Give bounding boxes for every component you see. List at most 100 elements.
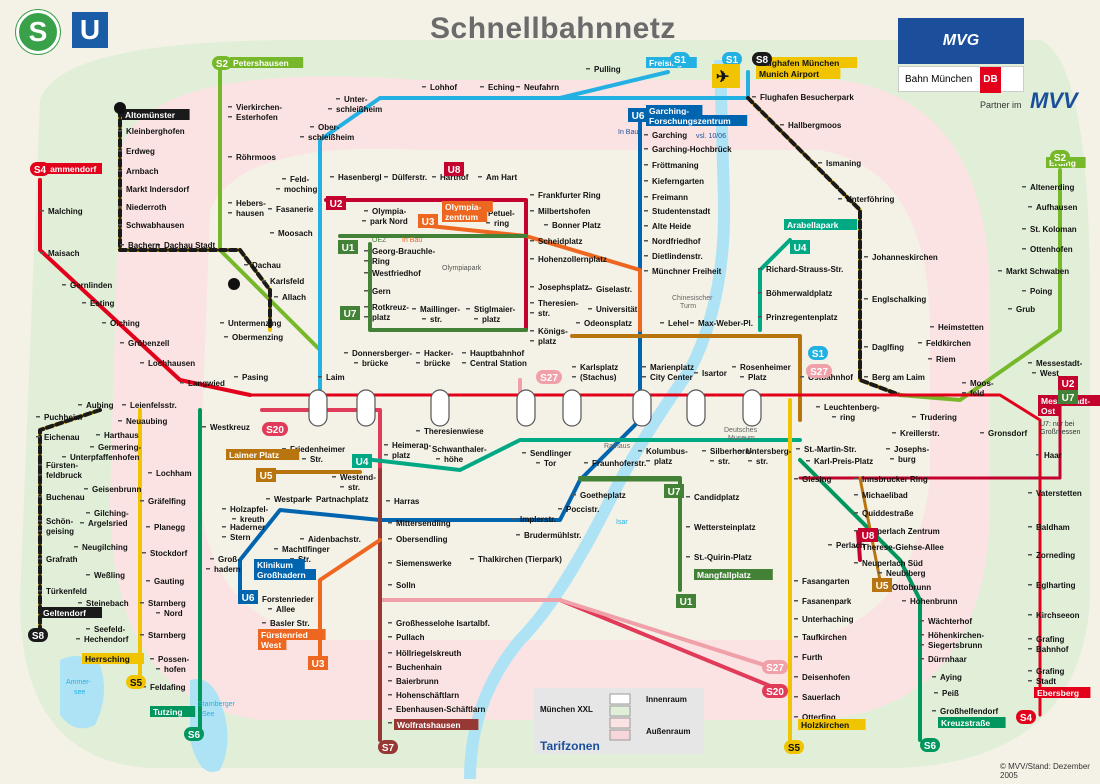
station-tick-237 (1028, 670, 1032, 672)
station-tick-134 (202, 426, 206, 428)
station-label-196: Kolumbus- (646, 447, 688, 456)
station-label-216: Neuperlach Zentrum (862, 527, 940, 536)
station-tick-161 (140, 634, 144, 636)
station-tick-14 (118, 206, 122, 208)
station-tick-176 (222, 508, 226, 510)
db-logo: DB (980, 67, 1001, 93)
station-label-193: Sendlinger (530, 449, 571, 458)
station-tick-21 (82, 302, 86, 304)
badge-u5-20 (256, 468, 276, 482)
line-u4-12 (758, 238, 792, 332)
station-label-94: Ostbahnhof (808, 373, 853, 382)
terminal-label-13: Laimer Platz (229, 450, 279, 460)
station-label-130: Aubing (86, 401, 114, 410)
station-label-200: Untersberg- (746, 447, 792, 456)
station-tick-199 (710, 460, 714, 462)
station-tick-111 (886, 448, 890, 450)
station-label-207: Candidplatz (694, 493, 739, 502)
station-tick-86 (752, 96, 756, 98)
station-tick-99 (998, 270, 1002, 272)
station-label-125: Isartor (702, 369, 727, 378)
terminal-box-22 (394, 719, 479, 730)
station-label-90: Johanneskirchen (872, 253, 938, 262)
badge-label-25: U1 (680, 597, 693, 608)
badge-label-12: S2 (1054, 153, 1067, 164)
badge-label-13: S1 (812, 349, 825, 360)
station-label-51: park Nord (370, 217, 408, 226)
station-tick-180 (210, 558, 214, 560)
airport-icon (712, 64, 740, 88)
terminal-label-5: Garching- (649, 106, 689, 116)
badge-s20-16 (262, 422, 288, 436)
station-tick-224 (920, 634, 924, 636)
station-label-127: Platz (748, 373, 767, 382)
station-label-38: Moosach (278, 229, 313, 238)
station-tick-148 (80, 522, 84, 524)
station-tick-200 (738, 450, 742, 452)
station-tick-44 (530, 194, 534, 196)
station-label-237: Grafing (1036, 667, 1065, 676)
terminal-box-16 (694, 569, 773, 580)
line-s4-2 (38, 178, 252, 397)
station-label-171: Str. (310, 455, 323, 464)
station-tick-211 (806, 460, 810, 462)
station-tick-93 (864, 376, 868, 378)
badge-u5-23 (872, 578, 892, 592)
station-tick-119 (462, 352, 466, 354)
station-label-210: St.-Martin-Str. (804, 445, 856, 454)
terminal-label-9: Arabellapark (787, 220, 839, 230)
station-label-155: Gräfelfing (148, 497, 186, 506)
station-tick-192 (262, 622, 266, 624)
station-label-175: Partnachplatz (316, 495, 368, 504)
station-tick-38 (270, 232, 274, 234)
station-label-55: Gern (372, 287, 391, 296)
station-label-40: Hasenbergl (338, 173, 382, 182)
station-tick-87 (780, 124, 784, 126)
station-tick-45 (530, 210, 534, 212)
station-tick-77 (644, 270, 648, 272)
station-tick-151 (78, 602, 82, 604)
station-label-116: brücke (362, 359, 389, 368)
station-tick-234 (1028, 614, 1032, 616)
station-tick-32 (328, 108, 332, 110)
station-tick-91 (864, 298, 868, 300)
station-tick-140 (38, 474, 42, 476)
station-label-73: Studentenstadt (652, 207, 711, 216)
station-label-147: Gilching- (94, 509, 129, 518)
station-label-139: Fürsten- (46, 461, 78, 470)
badge-label-30: S20 (766, 687, 784, 698)
station-tick-16 (120, 244, 124, 246)
station-label-252: Hohenschäftlarn (396, 691, 459, 700)
station-label-169: höhe (444, 455, 464, 464)
station-label-80: Odeonsplatz (584, 319, 632, 328)
station-tick-95 (1022, 186, 1026, 188)
station-label-39: Laim (326, 373, 345, 382)
station-label-93: Berg am Laim (872, 373, 925, 382)
station-label-56: Rotkreuz- (372, 303, 409, 312)
station-label-99: Markt Schwaben (1006, 267, 1069, 276)
terminal-box-18 (258, 639, 287, 650)
airport-glyph: ✈ (716, 69, 729, 86)
station-label-111: Josephs- (894, 445, 929, 454)
station-label-168: Schwanthaler- (432, 445, 487, 454)
badge-u2-17 (1058, 376, 1078, 390)
station-tick-244 (794, 676, 798, 678)
station-label-227: Aying (940, 673, 962, 682)
station-label-247: Großhesselohe Isartalbf. (396, 619, 490, 628)
badge-label-22: U8 (862, 531, 875, 542)
terminal-box-25 (1034, 687, 1091, 698)
station-label-188: Siemenswerke (396, 559, 452, 568)
station-tick-82 (690, 322, 694, 324)
station-label-236: Bahnhof (1036, 645, 1069, 654)
station-label-87: Hallbergmoos (788, 121, 842, 130)
station-label-223: Wächterhof (928, 617, 972, 626)
terminal-label-17: Fürstenried (261, 630, 308, 640)
station-label-226: Dürrnhaar (928, 655, 967, 664)
badge-label-2: S1 (674, 55, 687, 66)
station-label-86: Flughafen Besucherpark (760, 93, 854, 102)
station-label-60: Stiglmaier- (474, 305, 516, 314)
station-label-211: Karl-Preis-Platz (814, 457, 873, 466)
station-label-204: Implerstr. (520, 515, 556, 524)
station-tick-238 (1028, 680, 1032, 682)
station-label-217: Therese-Giehse-Allee (862, 543, 944, 552)
